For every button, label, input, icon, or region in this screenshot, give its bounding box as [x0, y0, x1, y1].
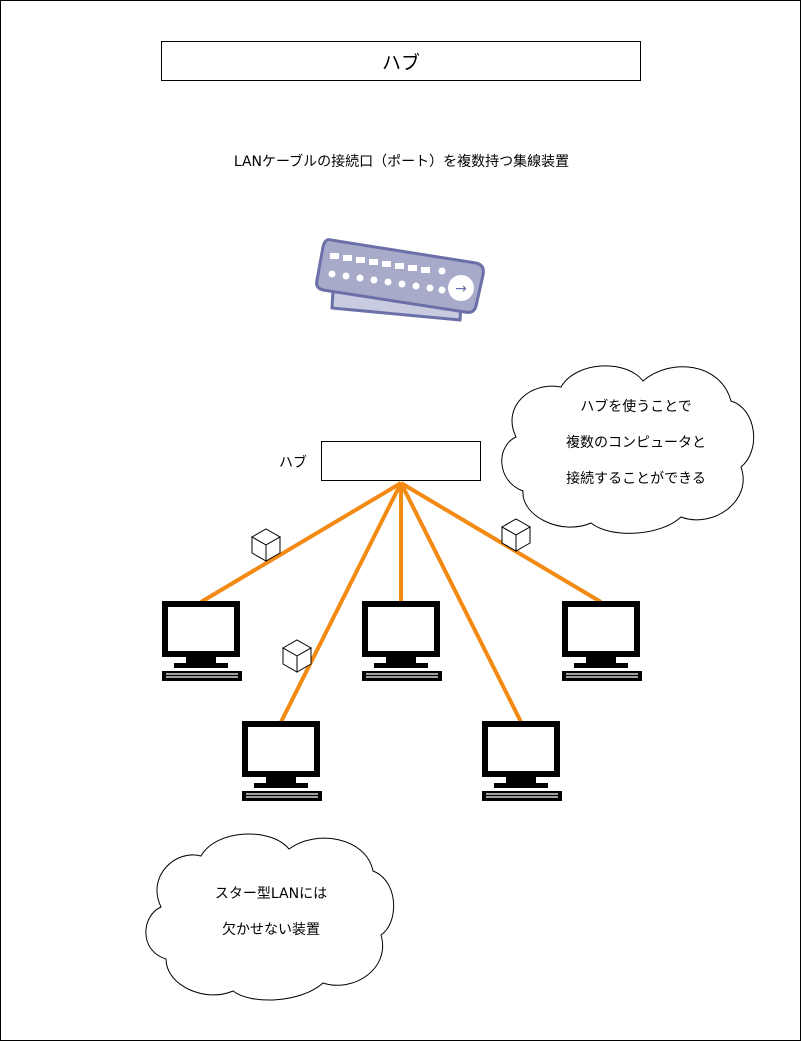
cloud-bottom-line-2: 欠かせない装置 [222, 922, 320, 938]
computer-icon-3 [561, 600, 643, 682]
computer-icon-2 [361, 600, 443, 682]
cable-4 [399, 482, 523, 723]
cable-5 [399, 481, 603, 604]
cloud-top-line-1: ハブを使うことで [580, 399, 692, 415]
cloud-callout-bottom [145, 833, 394, 1001]
page-title: ハブ [381, 51, 420, 74]
title-box: ハブ [161, 41, 641, 81]
computer-icon-1 [161, 600, 243, 682]
cable-1 [199, 481, 403, 604]
computer-icon-5 [481, 720, 563, 802]
cloud-bottom-text: スター型LANには 欠かせない装置 [161, 876, 381, 948]
svg-text:→: → [455, 281, 467, 297]
cloud-top-text: ハブを使うことで 複数のコンピュータと 接続することができる [521, 389, 751, 497]
hub-label: ハブ [279, 455, 307, 471]
lan-cables [199, 481, 603, 723]
cable-2 [279, 482, 403, 723]
description-text: LANケーブルの接続口（ポート）を複数持つ集線装置 [233, 154, 570, 170]
hub-box [321, 441, 481, 481]
cloud-top-line-2: 複数のコンピュータと [566, 435, 706, 451]
cloud-bottom-line-1: スター型LANには [214, 886, 328, 902]
hub-device-icon: → [315, 238, 485, 322]
cloud-callout-top [501, 365, 755, 534]
cloud-top-line-3: 接続することができる [566, 471, 706, 487]
computer-icon-4 [241, 720, 323, 802]
